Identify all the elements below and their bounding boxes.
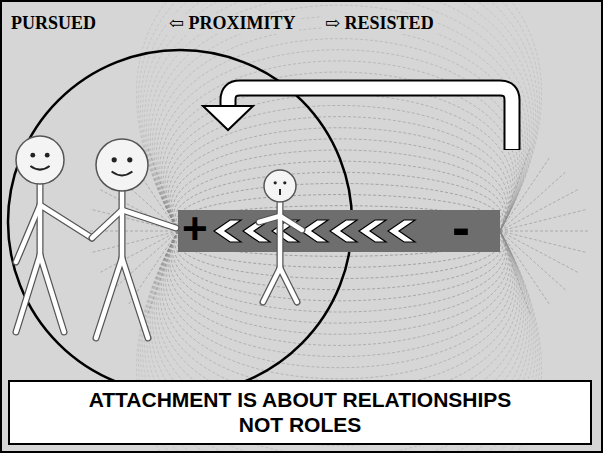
field-line [147,0,532,231]
field-line [138,0,539,231]
limb [263,268,280,302]
stick-figure [16,136,92,332]
eye [112,157,117,162]
chevrons [214,220,415,242]
mouth [112,172,133,176]
eye [127,157,132,162]
mouth [30,166,49,170]
field-line [500,231,567,291]
arrow-outline [228,88,512,150]
field-line [500,231,579,273]
pole-sign: - [452,198,470,257]
field-line [145,0,534,231]
axis-label: ⇦ PROXIMITY [166,14,299,34]
field-line [500,189,579,231]
head [264,170,296,202]
field-line [500,231,531,316]
limb [38,184,43,255]
message-box: ATTACHMENT IS ABOUT RELATIONSHIPS NOT RO… [8,380,592,445]
eye [283,181,286,184]
stick-figure [92,139,176,338]
limb-outline [259,216,280,222]
field-line [91,231,178,253]
arrow-head [203,106,253,130]
limb [16,205,40,262]
limb-outline [263,268,280,302]
field-line [149,0,530,231]
limb-outline [40,255,64,332]
field-line [500,209,587,231]
axis-label: PURSUED [8,14,99,34]
limb [40,255,64,332]
field-line [136,0,541,231]
limb-outline [280,268,297,302]
chevron [330,220,357,242]
box-text: ATTACHMENT IS ABOUT RELATIONSHIPS NOT RO… [75,388,525,436]
stick-figures [16,136,302,338]
curved-arrow [203,88,512,150]
limb-outline [16,255,40,332]
field-line [500,231,590,232]
eye [274,181,277,184]
field-line [150,5,527,231]
stick-figure [259,170,302,302]
limb [122,258,148,338]
field-line [500,146,531,231]
limb [280,216,302,230]
limb-outline [92,210,122,238]
field-line [500,231,550,306]
mouth [279,189,281,195]
head [16,136,64,184]
limb-outline [122,210,176,228]
limb-outline [16,205,40,262]
limb-outline [280,216,302,230]
field-line [99,231,178,273]
limb [96,258,122,338]
magnet-bar [178,210,500,252]
limb-outline [40,205,92,238]
limb-outline [96,258,122,338]
limb [120,191,125,258]
limb [278,202,283,268]
chevron [388,220,415,242]
eye [30,153,35,158]
limb [92,210,122,238]
field-line [500,231,587,253]
axis-label: ⇨ RESISTED [322,14,437,34]
limb [16,255,40,332]
head [96,139,148,191]
limb-outline [119,191,126,258]
limb [259,216,280,222]
field-line [500,171,567,231]
chevron [359,220,386,242]
limb [40,205,92,238]
field-line [141,0,538,231]
limb [122,210,176,228]
field-line [143,0,536,231]
arrow-body [228,88,512,149]
limb-outline [122,258,148,338]
field-line [147,231,178,316]
limb-outline [277,202,284,268]
pole-sign: + [182,205,208,253]
eye [45,153,50,158]
chevron [214,220,241,242]
field-line [500,156,550,231]
limb [280,268,297,302]
